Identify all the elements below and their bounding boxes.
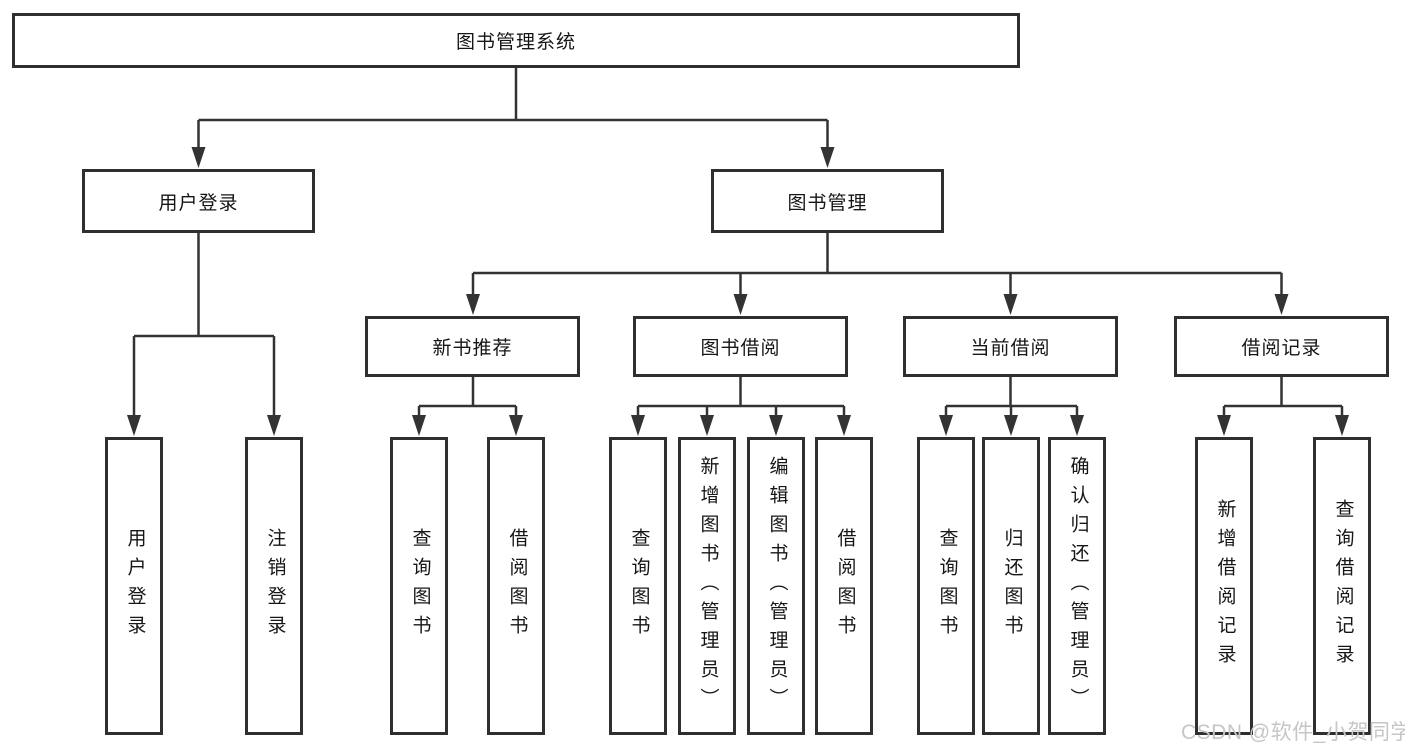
node-edit-book-admin-label: 编辑图书（管理员） (766, 455, 788, 717)
node-borrow-records: 借阅记录 (1174, 316, 1389, 377)
node-library-system-label: 图书管理系统 (455, 32, 576, 53)
connector-book-management (471, 233, 1283, 295)
connector-root (197, 68, 829, 148)
node-query-borrow-record: 查询借阅记录 (1313, 437, 1371, 735)
node-current-borrow-label: 当前借阅 (970, 338, 1051, 359)
node-logout: 注销登录 (245, 437, 303, 735)
csdn-watermark: CSDN @软件_小贺同学 (1181, 721, 1405, 744)
node-borrow-books-leaf-label: 借阅图书 (834, 528, 856, 644)
node-borrow-records-label: 借阅记录 (1241, 338, 1322, 359)
node-confirm-return-admin: 确认归还（管理员） (1048, 437, 1106, 735)
node-user-login-leaf-label: 用户登录 (124, 528, 146, 644)
node-new-book-recommend-label: 新书推荐 (432, 338, 513, 359)
connector-current-borrow (944, 377, 1079, 416)
node-query-books-current: 查询图书 (917, 437, 975, 735)
connector-borrow-records (1222, 377, 1344, 416)
node-book-management-branch-label: 图书管理 (787, 192, 868, 214)
connector-user-login (132, 233, 276, 416)
node-user-login-leaf: 用户登录 (105, 437, 163, 735)
node-borrow-books-leaf: 借阅图书 (815, 437, 873, 735)
node-query-books-current-label: 查询图书 (936, 528, 958, 644)
node-book-borrow: 图书借阅 (633, 316, 848, 377)
arrowheads (127, 147, 1349, 436)
node-new-book-recommend: 新书推荐 (365, 316, 580, 377)
connector-new-book (417, 377, 518, 416)
node-book-management-branch: 图书管理 (711, 169, 944, 233)
node-current-borrow: 当前借阅 (903, 316, 1118, 377)
node-book-borrow-label: 图书借阅 (700, 338, 781, 359)
node-query-books-borrow: 查询图书 (609, 437, 667, 735)
node-query-borrow-record-label: 查询借阅记录 (1332, 499, 1354, 673)
node-edit-book-admin: 编辑图书（管理员） (747, 437, 805, 735)
node-borrow-books-recommend-label: 借阅图书 (506, 528, 528, 644)
node-confirm-return-admin-label: 确认归还（管理员） (1067, 455, 1089, 717)
node-query-books-recommend-label: 查询图书 (409, 528, 431, 644)
node-return-book: 归还图书 (982, 437, 1040, 735)
node-add-borrow-record: 新增借阅记录 (1195, 437, 1253, 735)
node-add-borrow-record-label: 新增借阅记录 (1214, 499, 1236, 673)
node-add-book-admin-label: 新增图书（管理员） (697, 455, 719, 717)
node-logout-label: 注销登录 (264, 528, 286, 644)
node-add-book-admin: 新增图书（管理员） (678, 437, 736, 735)
node-query-books-borrow-label: 查询图书 (628, 528, 650, 644)
node-user-login-branch-label: 用户登录 (158, 192, 239, 214)
node-borrow-books-recommend: 借阅图书 (487, 437, 545, 735)
connector-book-borrow (636, 377, 846, 416)
node-query-books-recommend: 查询图书 (390, 437, 448, 735)
node-user-login-branch: 用户登录 (82, 169, 315, 233)
node-library-system: 图书管理系统 (12, 13, 1020, 68)
node-return-book-label: 归还图书 (1001, 528, 1023, 644)
